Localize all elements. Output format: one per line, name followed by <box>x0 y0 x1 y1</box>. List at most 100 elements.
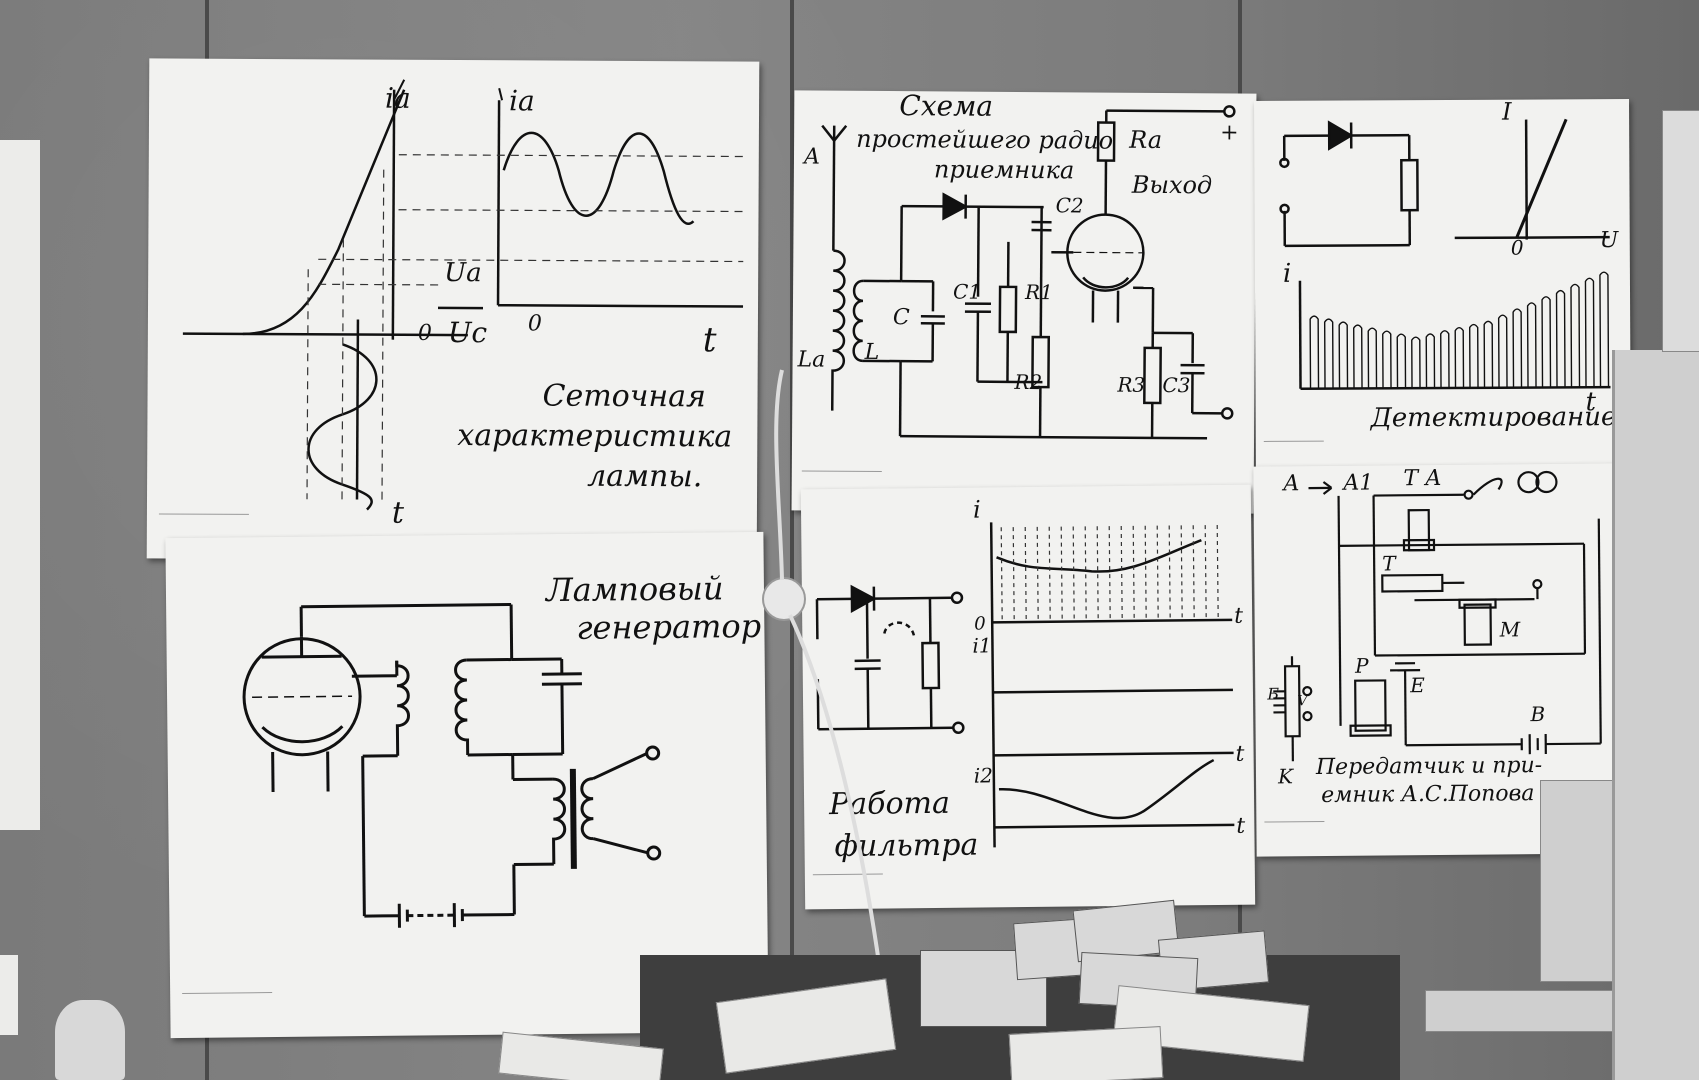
receiver-label-output: Выход <box>1131 170 1213 200</box>
detection-pulse <box>1425 333 1436 389</box>
tube-generator-drawing <box>242 603 662 928</box>
poster-filter-work: i 0 i1 i2 t t t Работа фильтра <box>800 484 1256 910</box>
receiver-label-Ra: Ra <box>1129 125 1163 154</box>
popov-title-1: Передатчик и при- <box>1315 753 1543 781</box>
filter-pulse <box>1012 527 1015 623</box>
filter-pulse <box>1060 526 1063 622</box>
filter-pulse <box>1000 527 1003 623</box>
chair-back <box>1540 780 1622 982</box>
detection-pulse <box>1584 277 1595 388</box>
detection-pulse <box>1512 308 1523 388</box>
label-ia-right: ia <box>509 84 535 118</box>
detection-pulse <box>1411 336 1421 389</box>
receiver-label-La: La <box>797 347 826 373</box>
grid-characteristic-title-1: Сеточная <box>542 378 707 415</box>
receiver-label-L: L <box>864 339 880 365</box>
detection-pulse <box>1555 289 1566 388</box>
poster-detection: I U 0 i t Детектирование <box>1254 97 1631 479</box>
poster-stamp <box>1264 820 1325 849</box>
poster-stamp <box>182 992 273 1024</box>
receiver-label-R2: R2 <box>1014 369 1043 395</box>
filter-label-i1: i1 <box>972 633 992 658</box>
receiver-label-C3: C3 <box>1162 372 1191 398</box>
detection-pulse <box>1599 271 1610 388</box>
detection-label-I: I <box>1501 97 1512 126</box>
label-uc: Uc <box>447 315 488 350</box>
tube-generator-title-1: Ламповый <box>545 569 724 610</box>
poster-tube-generator: Ламповый генератор <box>165 531 769 1039</box>
filter-pulse <box>1048 526 1051 622</box>
cabinet-top-glass <box>1662 110 1699 352</box>
filter-work-title-1: Работа <box>828 785 951 823</box>
popov-label-B: B <box>1530 702 1546 727</box>
poster-grid-characteristic: ia ia Ua Uc 0 0 t t Сеточная характерист… <box>146 58 760 562</box>
detection-label-i: i <box>1282 258 1292 289</box>
detection-pulses <box>1309 271 1610 389</box>
label-zero-left: 0 <box>417 320 432 346</box>
detection-drawing <box>1279 118 1611 390</box>
poster-stamp <box>1263 440 1324 468</box>
popov-label-T: T <box>1382 551 1396 576</box>
popov-label-P: P <box>1354 653 1369 678</box>
receiver-label-C: C <box>892 305 910 331</box>
detection-pulse <box>1382 330 1392 389</box>
filter-label-t3: t <box>1236 813 1246 839</box>
label-zero-right: 0 <box>527 311 542 337</box>
detection-pulse <box>1353 324 1363 389</box>
popov-label-Bat: Б <box>1267 684 1280 704</box>
tube-generator-title-2: генератор <box>576 606 762 647</box>
detection-pulse <box>1396 333 1407 389</box>
filter-work-title-2: фильтра <box>834 827 979 865</box>
filter-pulse <box>1024 527 1027 623</box>
receiver-label-C1: C1 <box>952 279 982 304</box>
label-ia-left: ia <box>385 81 411 115</box>
popov-label-A: A <box>1283 471 1300 497</box>
wall-seam <box>790 0 794 1080</box>
filter-pulse <box>1096 526 1099 622</box>
filter-pulse <box>1168 525 1171 621</box>
popov-label-M: M <box>1499 617 1521 642</box>
grid-characteristic-title-3: лампы. <box>587 458 703 495</box>
paper-sheet <box>1008 1026 1164 1080</box>
detection-pulse <box>1338 321 1349 389</box>
popov-title-2: емник А.С.Попова <box>1321 781 1535 809</box>
popov-drawing <box>1273 470 1602 762</box>
receiver-label-C2: C2 <box>1055 193 1084 218</box>
detection-pulse <box>1309 315 1320 389</box>
filter-pulse <box>1180 525 1183 621</box>
filter-pulses <box>1000 525 1219 623</box>
poster-popov: A A1 T A T M P E B Б V K Передатчик и пр… <box>1253 463 1619 857</box>
filter-pulse <box>1216 525 1219 621</box>
popov-label-A-top: A <box>1425 465 1442 492</box>
detection-title: Детектирование <box>1370 402 1617 434</box>
filter-pulse <box>1132 525 1135 621</box>
detection-pulse <box>1541 296 1552 388</box>
popov-label-V: V <box>1297 693 1308 710</box>
filter-pulse <box>1036 526 1039 622</box>
popov-label-E: E <box>1410 673 1425 698</box>
filter-label-t2: t <box>1235 741 1245 767</box>
popov-label-A1: A1 <box>1343 470 1374 496</box>
receiver-label-plus: + <box>1220 120 1239 146</box>
filter-pulse <box>1204 525 1207 621</box>
label-t-bottom: t <box>391 495 405 531</box>
wall-socket <box>762 577 806 621</box>
filter-label-i2: i2 <box>973 763 994 788</box>
label-ua: Ua <box>444 257 482 289</box>
filter-label-zero: 0 <box>974 613 986 635</box>
cabinet <box>1612 350 1699 1080</box>
filter-label-i: i <box>972 495 981 524</box>
filter-pulse <box>1144 525 1147 621</box>
grid-characteristic-title-2: характеристика <box>457 418 733 455</box>
receiver-label-R3: R3 <box>1117 372 1146 397</box>
simple-receiver-title-2: простейшего радио <box>856 124 1114 155</box>
filter-pulse <box>1108 526 1111 622</box>
edge-paper-left <box>0 140 40 830</box>
detection-label-zero: 0 <box>1510 235 1524 260</box>
detection-label-U: U <box>1599 228 1619 254</box>
filter-pulse <box>1156 525 1159 621</box>
grid-characteristic-drawing <box>182 79 744 511</box>
poster-simple-receiver: A La L C C1 C2 R1 R2 R3 C3 Ra + Выход Сх… <box>791 89 1257 514</box>
label-t-right: t <box>702 320 717 361</box>
